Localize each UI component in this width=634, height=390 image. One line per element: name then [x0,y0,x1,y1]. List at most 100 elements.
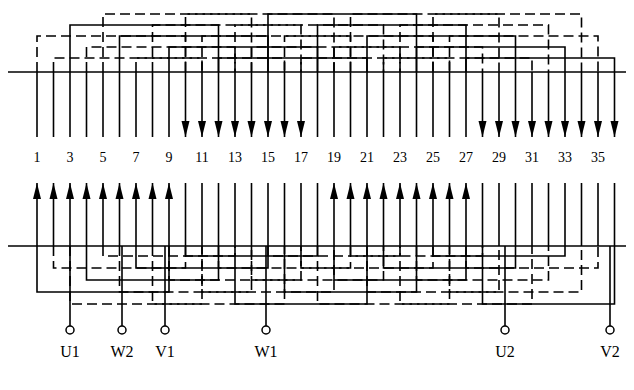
coil-side [317,72,319,137]
current-arrow [380,183,388,199]
slot-number: 9 [166,151,173,165]
end-connection [433,246,565,256]
current-arrow [50,183,58,199]
current-arrow [446,183,454,199]
current-arrow [116,183,124,199]
end-connection [136,58,285,72]
coil-side [581,183,583,246]
end-connection [483,246,615,304]
terminal-lead [164,246,166,326]
end-connection [301,58,450,72]
end-connection [318,25,467,72]
end-connection [285,36,434,72]
coil-side [119,72,121,137]
current-arrow [479,121,487,137]
coil-side [548,183,550,246]
coil-side [36,72,38,137]
coil-side [218,183,220,246]
coil-side [267,183,269,246]
end-connection [169,47,318,72]
current-arrow [165,183,173,199]
end-connection [351,14,500,72]
terminal-lead [504,246,506,326]
slot-number: 1 [34,151,41,165]
terminal-label: W2 [110,344,133,360]
current-arrow [248,121,256,137]
current-arrow [149,183,157,199]
current-arrow [594,121,602,137]
current-arrow [264,121,272,137]
current-arrow [33,183,41,199]
end-connection [37,36,186,72]
coil-side [399,72,401,137]
end-connection [120,36,269,72]
end-connection [334,47,483,72]
terminal [606,326,614,334]
current-arrow [66,183,74,199]
terminal-lead [265,246,267,326]
current-arrow [429,183,437,199]
end-connection [433,14,582,72]
coil-side [465,72,467,137]
coil-side [597,183,599,246]
terminal [262,326,270,334]
current-arrow [495,121,503,137]
end-connection [466,246,598,268]
terminal [118,326,126,334]
current-arrow [347,183,355,199]
end-connection [54,58,203,72]
current-arrow [281,121,289,137]
end-connection [103,14,252,72]
coil-side [350,72,352,137]
terminal-label: V1 [155,344,175,360]
coil-side [135,72,137,137]
slot-number: 23 [393,151,407,165]
coil-side [432,72,434,137]
end-connection [268,14,417,72]
current-arrow [132,183,140,199]
slot-number: 21 [360,151,374,165]
current-arrow [215,121,223,137]
coil-side [251,183,253,246]
current-arrow [99,183,107,199]
coil-side [416,72,418,137]
slot-number: 15 [261,151,275,165]
slot-number: 35 [591,151,605,165]
end-connection [466,58,615,72]
coil-side [531,183,533,246]
coil-side [614,183,616,246]
coil-side [69,72,71,137]
coil-side [300,183,302,246]
current-arrow [578,121,586,137]
coil-side [383,72,385,137]
terminal [66,326,74,334]
slot-number: 19 [327,151,341,165]
terminal-label: V2 [600,344,620,360]
end-connection [367,36,516,72]
current-arrow [363,183,371,199]
end-connection [252,47,401,72]
end-connection [235,25,384,72]
end-connection [417,47,566,72]
slot-number: 25 [426,151,440,165]
current-arrow [561,121,569,137]
terminal [501,326,509,334]
coil-side [333,72,335,137]
end-connection [400,25,549,72]
slot-number: 13 [228,151,242,165]
current-arrow [413,183,421,199]
current-arrow [198,121,206,137]
terminal-label: W1 [254,344,277,360]
end-connection [219,58,368,72]
coil-side [284,183,286,246]
slot-number: 27 [459,151,473,165]
coil-side [53,72,55,137]
coil-side [168,72,170,137]
end-connection [450,246,582,292]
coil-side [482,183,484,246]
end-connection [384,58,533,72]
slot-number: 33 [558,151,572,165]
slot-number: 17 [294,151,308,165]
terminal-label: U2 [495,344,515,360]
